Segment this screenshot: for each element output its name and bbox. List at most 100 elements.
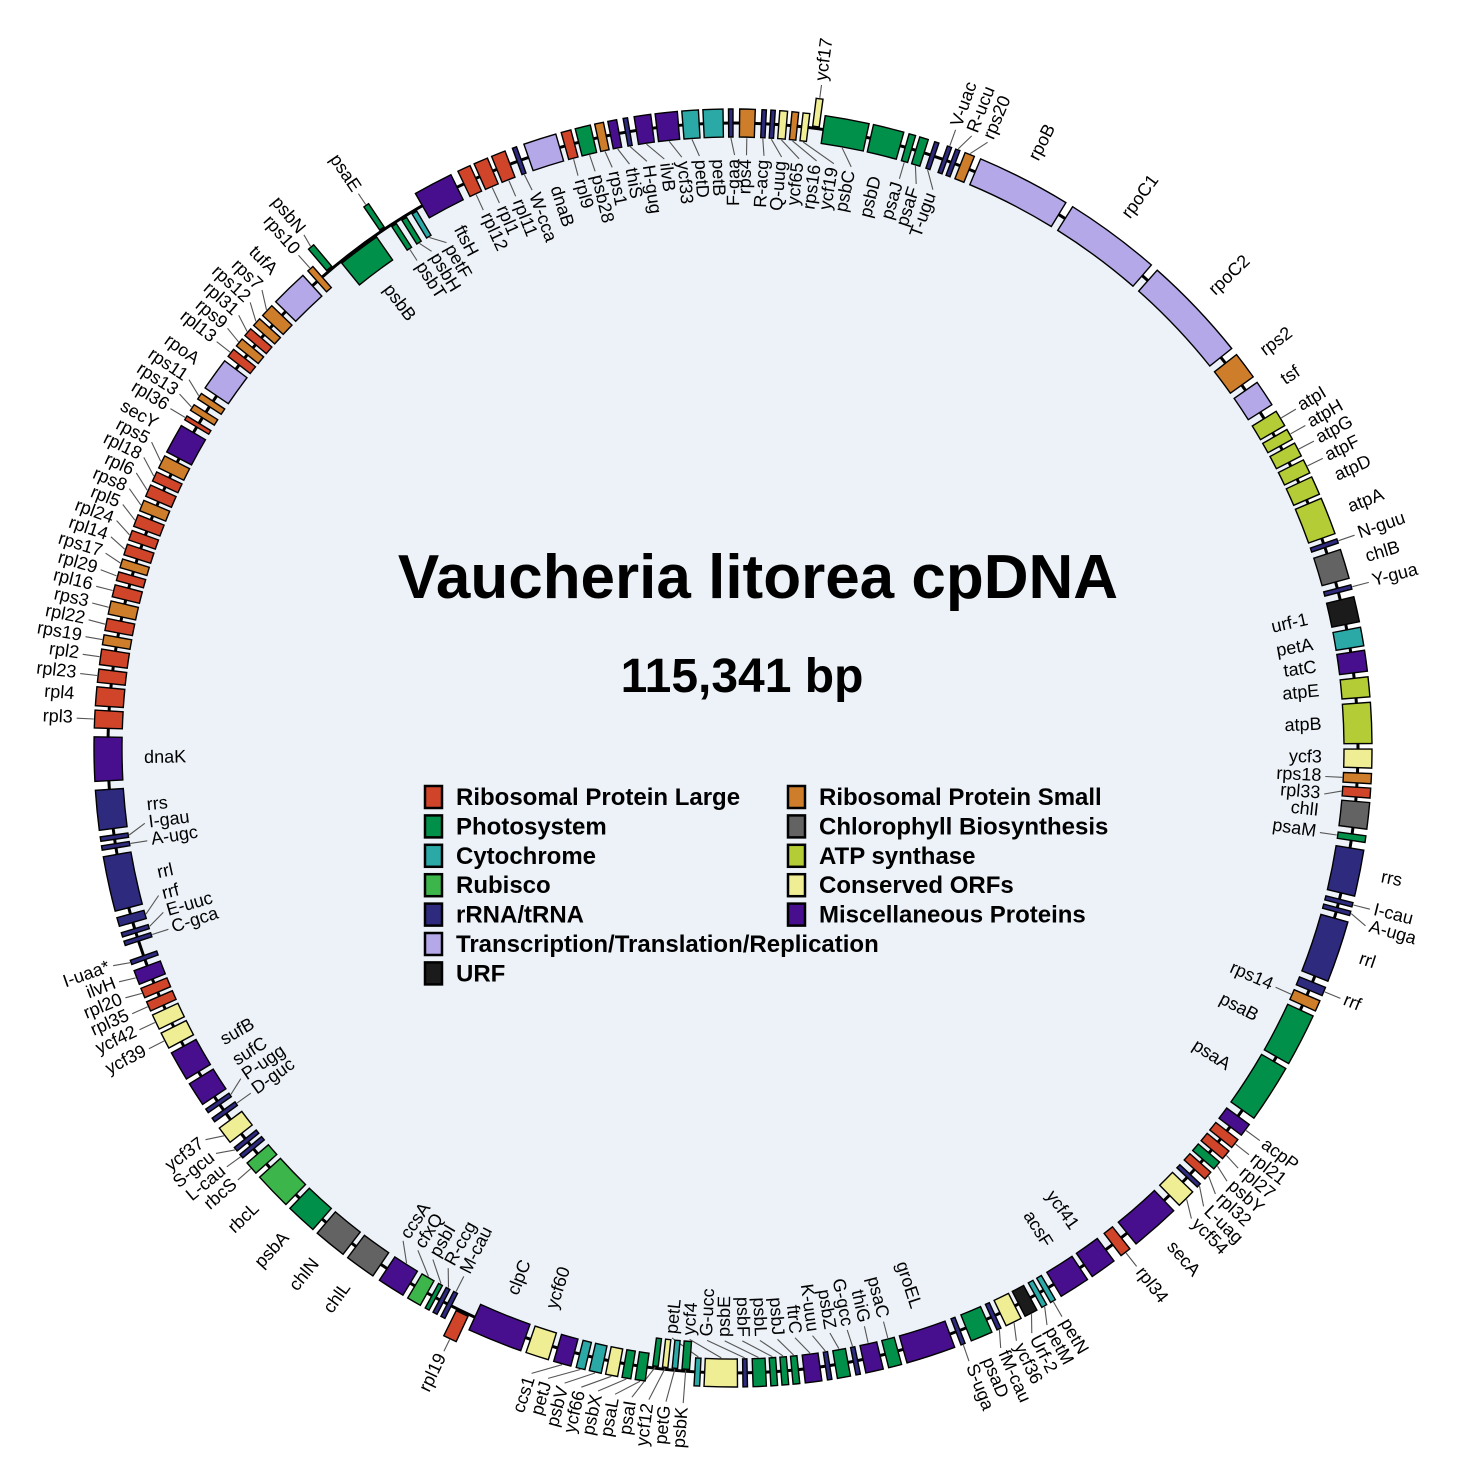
legend-item: URF — [423, 960, 505, 987]
legend-swatch — [786, 784, 807, 810]
gene-leader-line — [82, 653, 100, 658]
gene-label: F-gaa — [723, 158, 743, 206]
gene-label: psbE — [714, 1296, 735, 1337]
gene-label: petB — [708, 159, 729, 197]
gene-block — [1158, 1171, 1194, 1207]
gene-block — [204, 1092, 233, 1114]
gene-block — [243, 327, 273, 355]
gene-leader-line — [682, 1370, 687, 1404]
gene-block — [799, 112, 811, 143]
gene-leader-line — [216, 341, 231, 353]
gene-leader-line — [1319, 832, 1337, 836]
gene-block — [211, 1100, 239, 1123]
gene-block — [525, 1325, 558, 1361]
gene-block — [183, 415, 212, 436]
gene-block — [151, 470, 183, 494]
gene-leader-line — [152, 928, 169, 936]
gene-label: chlL — [319, 1278, 355, 1316]
gene-block — [1175, 1163, 1202, 1188]
gene-leader-line — [100, 569, 117, 577]
gene-block — [859, 1341, 885, 1374]
gene-leader-line — [792, 140, 817, 162]
legend-label: Ribosomal Protein Large — [456, 784, 740, 811]
gene-block — [671, 1339, 681, 1370]
gene-block — [831, 1347, 852, 1380]
gene-block — [849, 1345, 862, 1376]
gene-label: rpl34 — [1132, 1263, 1172, 1307]
gene-block — [123, 931, 153, 947]
gene-label: rpoC1 — [1117, 171, 1162, 222]
gene-leader-line — [706, 1339, 745, 1359]
gene-block — [160, 1019, 195, 1049]
gene-leader-line — [145, 895, 160, 915]
gene-leader-line — [604, 151, 613, 168]
gene-leader-line — [113, 962, 131, 967]
gene-label: rpl3 — [42, 705, 73, 726]
gene-block — [102, 851, 144, 913]
gene-block — [552, 1333, 579, 1367]
gene-leader-line — [455, 1276, 465, 1292]
gene-block — [94, 787, 128, 832]
gene-label: psbA — [250, 1228, 292, 1272]
legend-label: Transcription/Translation/Replication — [456, 931, 879, 958]
gene-leader-line — [92, 602, 109, 608]
gene-leader-line — [863, 1326, 869, 1343]
gene-block — [621, 1348, 637, 1380]
legend-label: ATP synthase — [819, 843, 976, 870]
gene-leader-line — [841, 147, 852, 168]
leader-lines — [76, 84, 1371, 1404]
gene-label: rpl19 — [415, 1350, 450, 1395]
gene-block — [189, 403, 219, 427]
legend-label: Conserved ORFs — [819, 872, 1014, 899]
gene-block — [123, 543, 155, 565]
gene-leader-line — [957, 135, 973, 150]
gene-leader-line — [1350, 913, 1366, 927]
gene-block — [1342, 771, 1373, 785]
gene-block — [1011, 1284, 1038, 1318]
gene-leader-line — [1235, 1143, 1250, 1156]
gene-block — [235, 338, 265, 365]
gene-block — [622, 117, 634, 147]
gene-block — [340, 236, 394, 286]
gene-block — [233, 1129, 260, 1152]
gene-leader-line — [148, 1040, 165, 1050]
gene-leader-line — [238, 314, 248, 332]
gene-block — [157, 454, 191, 482]
gene-block — [116, 909, 148, 928]
gene-block — [910, 136, 930, 168]
legend-item: Photosystem — [423, 813, 607, 840]
gene-block — [390, 222, 413, 252]
gene-block — [1103, 1225, 1131, 1257]
gene-block — [145, 989, 178, 1012]
gene-leader-line — [88, 619, 106, 625]
gene-leader-line — [432, 1259, 442, 1284]
gene-block — [96, 668, 128, 686]
gene-label: petD — [691, 159, 713, 198]
gene-block — [588, 1342, 608, 1375]
gene-block — [258, 1157, 307, 1206]
gene-block — [1338, 799, 1371, 830]
gene-block — [604, 1345, 624, 1378]
gene-block — [252, 317, 282, 345]
gene-leader-line — [128, 488, 142, 506]
gene-leader-line — [1338, 534, 1355, 542]
gene-label: ycf3 — [1289, 746, 1322, 767]
gene-leader-line — [1307, 457, 1324, 467]
gene-label: atpE — [1281, 680, 1320, 703]
gene-leader-line — [629, 146, 648, 162]
gene-block — [925, 140, 940, 171]
gene-block — [151, 1002, 186, 1031]
gene-block — [442, 1309, 469, 1343]
gene-label: ycf65 — [783, 161, 808, 206]
gene-leader-line — [691, 139, 700, 157]
legend-label: Ribosomal Protein Small — [819, 784, 1102, 811]
gene-blocks — [93, 97, 1373, 1388]
gene-block — [107, 600, 140, 621]
gene-leader-line — [1208, 1176, 1216, 1195]
gene-block — [776, 109, 789, 140]
map-title: Vaucheria litorea cpDNA — [398, 543, 1118, 612]
gene-leader-line — [724, 1340, 759, 1358]
gene-block — [238, 1135, 266, 1159]
gene-leader-line — [139, 1022, 156, 1031]
gene-leader-line — [564, 1372, 596, 1384]
